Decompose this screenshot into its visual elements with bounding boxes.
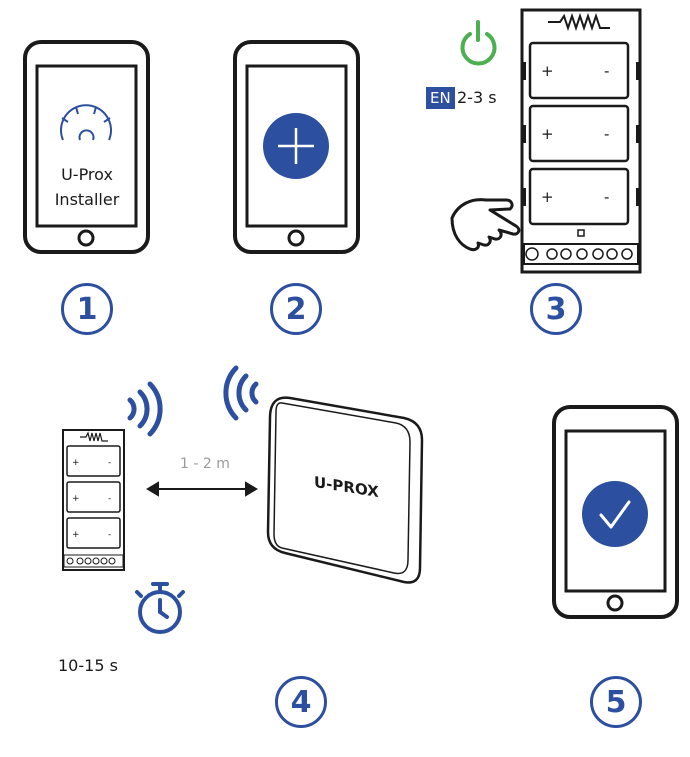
svg-text:+: +	[72, 530, 80, 540]
svg-text:-: -	[108, 458, 111, 468]
distance-label: 1 - 2 m	[180, 456, 230, 472]
wait-duration: 10-15 s	[58, 656, 118, 675]
battery-board-step3: + - + - + -	[520, 8, 642, 274]
checkmark-icon	[582, 481, 648, 547]
press-duration: 2-3 s	[457, 88, 497, 107]
battery-board-step4: + - + - + -	[62, 429, 125, 571]
wireless-signal-icon	[223, 365, 259, 421]
svg-text:+: +	[72, 494, 80, 504]
svg-text:+: +	[541, 188, 554, 206]
svg-text:+: +	[72, 458, 80, 468]
stopwatch-icon	[135, 582, 185, 634]
svg-text:+: +	[541, 62, 554, 80]
svg-text:+: +	[541, 125, 554, 143]
step-number-3: 3	[530, 283, 582, 335]
language-badge: EN	[426, 87, 455, 109]
double-arrow-icon	[146, 481, 258, 497]
app-name-line2: Installer	[54, 190, 120, 209]
step-number-4: 4	[275, 676, 327, 728]
wireless-signal-icon	[127, 381, 163, 437]
gear-icon	[60, 104, 112, 141]
phone-step5	[552, 405, 679, 619]
step-number-1: 1	[61, 283, 113, 335]
phone-step1	[23, 40, 150, 254]
plus-icon	[263, 113, 329, 179]
app-name-line1: U-Prox	[61, 165, 113, 184]
svg-text:-: -	[604, 62, 609, 80]
svg-text:-: -	[108, 530, 111, 540]
pointing-hand-icon	[450, 198, 521, 252]
power-icon	[460, 20, 497, 66]
svg-text:-: -	[604, 125, 609, 143]
phone-step2	[233, 40, 360, 254]
step-number-5: 5	[590, 676, 642, 728]
svg-text:-: -	[108, 494, 111, 504]
hub-device	[266, 396, 424, 584]
svg-text:-: -	[604, 188, 609, 206]
step-number-2: 2	[270, 283, 322, 335]
